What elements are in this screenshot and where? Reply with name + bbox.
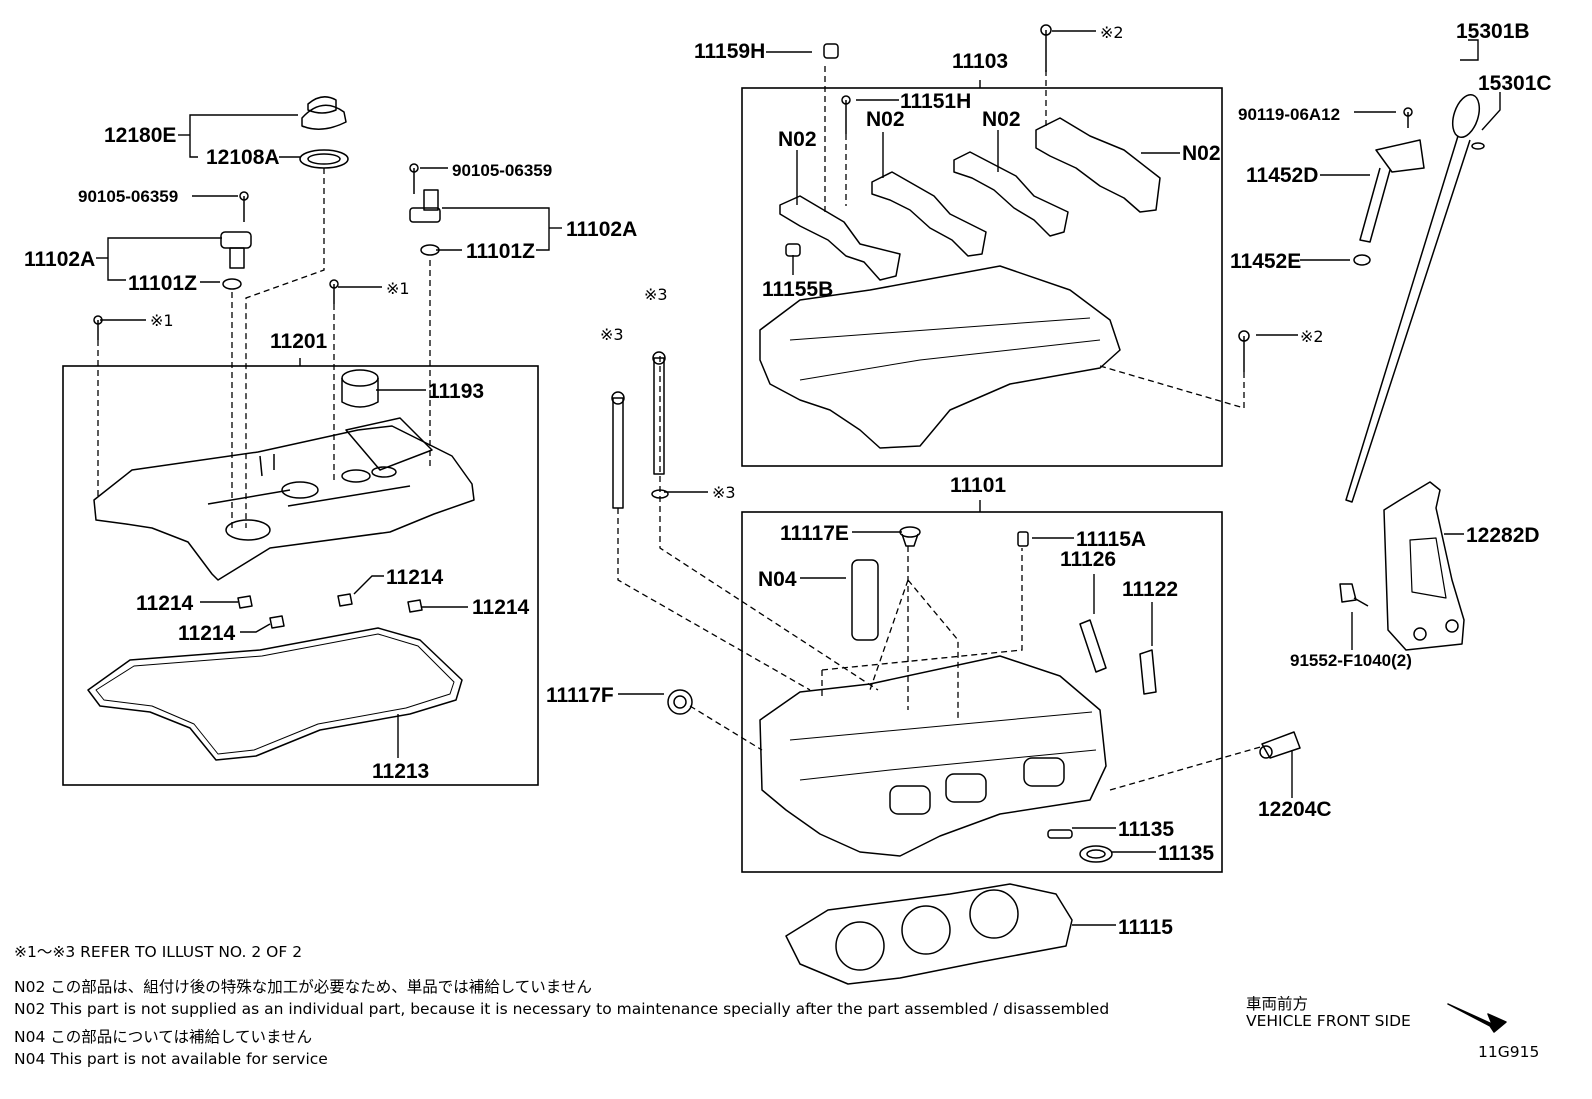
ref-3-c: ※3 bbox=[712, 483, 736, 502]
label-11155b: 11155B bbox=[762, 278, 833, 301]
ref-1-b: ※1 bbox=[150, 311, 174, 330]
dowel bbox=[1047, 829, 1073, 839]
label-12204c: 12204C bbox=[1258, 798, 1332, 821]
label-11117e: 11117E bbox=[780, 522, 849, 545]
note-n02-jp: N02 この部品は、組付け後の特殊な加工が必要なため、単品では補給していません bbox=[14, 978, 592, 996]
valve-guide-2 bbox=[1139, 649, 1157, 695]
label-15301b: 15301B bbox=[1456, 20, 1530, 43]
note-refer: ※1～※3 REFER TO ILLUST NO. 2 OF 2 bbox=[14, 943, 303, 961]
label-n02-c: N02 bbox=[982, 108, 1021, 131]
oil-filler-cap bbox=[299, 96, 349, 169]
frame-cylinder-head bbox=[741, 511, 1223, 873]
note-n02-en: N02 This part is not supplied as an indi… bbox=[14, 1000, 1110, 1018]
cap-11117f bbox=[667, 689, 693, 715]
label-90119: 90119-06A12 bbox=[1238, 105, 1340, 124]
note-n04-jp: N04 この部品については補給していません bbox=[14, 1028, 313, 1046]
head-gasket bbox=[785, 883, 1073, 985]
ref-1-a: ※1 bbox=[386, 279, 410, 298]
cylinder-head-cover bbox=[93, 369, 475, 581]
label-n02-a: N02 bbox=[778, 128, 817, 151]
pin bbox=[851, 559, 879, 641]
label-n04: N04 bbox=[758, 568, 797, 591]
label-11452d: 11452D bbox=[1246, 164, 1318, 187]
label-11214-b: 11214 bbox=[386, 566, 444, 589]
label-n02-b: N02 bbox=[866, 108, 905, 131]
clips bbox=[237, 593, 423, 629]
label-11151h: 11151H bbox=[900, 90, 971, 113]
label-15301c: 15301C bbox=[1478, 72, 1552, 95]
bracket bbox=[1383, 481, 1465, 651]
label-11101z-right: 11101Z bbox=[466, 240, 535, 263]
cam-position-sensor-right bbox=[409, 163, 441, 256]
dipstick-guide bbox=[1353, 139, 1425, 266]
camshaft-housing bbox=[759, 265, 1121, 449]
label-11214-d: 11214 bbox=[178, 622, 236, 645]
label-11214-a: 11214 bbox=[136, 592, 194, 615]
label-11159h: 11159H bbox=[694, 40, 765, 63]
cylinder-head bbox=[759, 655, 1107, 857]
frame-cylinder-head-cover bbox=[62, 365, 539, 786]
label-90105-left: 90105-06359 bbox=[78, 187, 178, 206]
label-11201: 11201 bbox=[270, 330, 328, 353]
camshaft-bearing-caps bbox=[779, 117, 1161, 281]
pin-small bbox=[1017, 531, 1029, 547]
label-11101: 11101 bbox=[950, 474, 1006, 497]
bolts bbox=[93, 24, 1413, 509]
label-11115a: 11115A bbox=[1076, 528, 1146, 551]
cam-position-sensor-left bbox=[220, 191, 252, 290]
ref-3-a: ※3 bbox=[644, 285, 668, 304]
bolt-91552 bbox=[1339, 583, 1369, 607]
label-12180e: 12180E bbox=[104, 124, 176, 147]
label-11135-b: 11135 bbox=[1158, 842, 1214, 865]
label-11213: 11213 bbox=[372, 760, 429, 783]
plug bbox=[899, 526, 921, 547]
oil-level-dipstick bbox=[1345, 94, 1485, 503]
front-label-en: VEHICLE FRONT SIDE bbox=[1246, 1012, 1411, 1030]
label-11115: 11115 bbox=[1118, 916, 1173, 939]
label-11126: 11126 bbox=[1060, 548, 1116, 571]
label-11214-c: 11214 bbox=[472, 596, 530, 619]
label-11193: 11193 bbox=[428, 380, 484, 403]
front-label-jp: 車両前方 bbox=[1246, 995, 1309, 1013]
frame-camshaft-housing bbox=[741, 87, 1223, 467]
label-91552: 91552-F1040(2) bbox=[1290, 651, 1412, 670]
ref-2-b: ※2 bbox=[1300, 327, 1324, 346]
label-11101z-left: 11101Z bbox=[128, 272, 197, 295]
label-11102a-right: 11102A bbox=[566, 218, 637, 241]
valve-guide bbox=[1079, 619, 1107, 673]
ref-2-a: ※2 bbox=[1100, 23, 1124, 42]
head-cover-gasket bbox=[87, 627, 463, 761]
label-12282d: 12282D bbox=[1466, 524, 1540, 547]
label-12108a: 12108A bbox=[206, 146, 280, 169]
label-11122: 11122 bbox=[1122, 578, 1178, 601]
label-11135-a: 11135 bbox=[1118, 818, 1174, 841]
label-11102a-left: 11102A bbox=[24, 248, 95, 271]
ref-3-b: ※3 bbox=[600, 325, 624, 344]
label-90105-right: 90105-06359 bbox=[452, 161, 552, 180]
label-11117f: 11117F bbox=[546, 684, 614, 707]
illustration-code: 11G915 bbox=[1478, 1043, 1540, 1061]
front-arrow-icon bbox=[1447, 1003, 1507, 1033]
label-n02-d: N02 bbox=[1182, 142, 1221, 165]
seal bbox=[1079, 845, 1113, 863]
plug-12204c bbox=[1259, 731, 1301, 759]
label-11103: 11103 bbox=[952, 50, 1008, 73]
label-11452e: 11452E bbox=[1230, 250, 1301, 273]
note-n04-en: N04 This part is not available for servi… bbox=[14, 1050, 328, 1068]
